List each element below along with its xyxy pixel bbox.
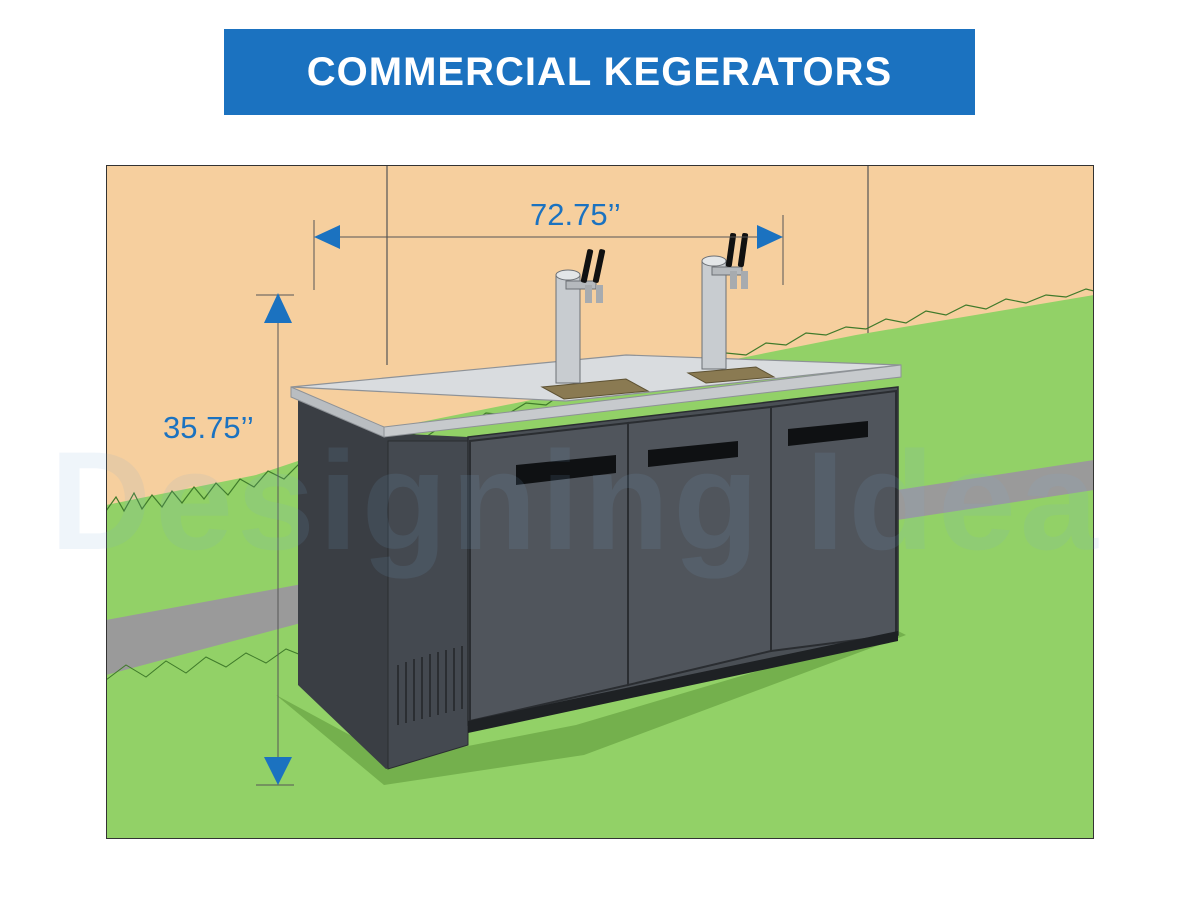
- tap-tower-left: [555, 249, 606, 384]
- height-dimension-label: 35.75’’: [163, 410, 254, 445]
- width-dimension-line: [313, 215, 784, 290]
- width-dimension-label: 72.75’’: [530, 197, 621, 232]
- width-arrow-right: [757, 225, 783, 249]
- title-banner: COMMERCIAL KEGERATORS: [224, 29, 975, 115]
- width-arrow-left: [314, 225, 340, 249]
- drip-tray-left: [540, 378, 650, 400]
- tap-tower-right: [701, 233, 749, 370]
- height-arrow-top: [264, 293, 292, 323]
- cabinet-side-panel: [387, 440, 469, 770]
- door-handle-right: [788, 421, 868, 446]
- illustration-svg: [106, 165, 1094, 839]
- kegerator-illustration: [106, 165, 1094, 839]
- countertop-edge: [383, 364, 902, 438]
- vent-grille: [397, 646, 463, 725]
- height-arrow-bottom: [264, 757, 292, 785]
- frame-border: [106, 165, 1094, 839]
- door-handle-middle: [648, 441, 738, 467]
- height-dimension-line: [256, 294, 294, 786]
- drip-tray-right: [686, 366, 776, 384]
- page-title: COMMERCIAL KEGERATORS: [306, 49, 893, 94]
- grass-edge: [106, 288, 1094, 513]
- door-handle-left: [516, 455, 616, 485]
- cabinet-base: [468, 631, 898, 733]
